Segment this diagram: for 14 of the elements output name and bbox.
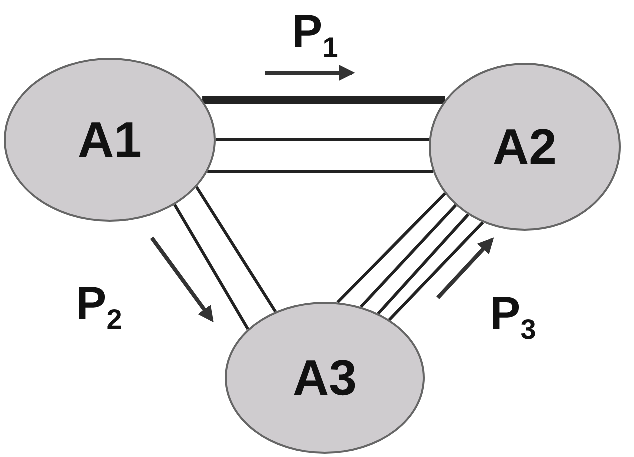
flow-label: P$_{2}$ (76, 280, 122, 334)
connector-line (336, 192, 446, 304)
flow-label: P$_{3}$ (490, 290, 536, 344)
connector-line (202, 96, 446, 104)
flow-label: P$_{1}$ (292, 8, 338, 62)
connector-line (216, 138, 430, 142)
node-label: A3 (293, 349, 357, 407)
connector-line (174, 204, 250, 330)
connector-line (360, 204, 458, 308)
node-label: A2 (493, 118, 557, 176)
connector-line (388, 222, 484, 322)
node-label: A1 (78, 111, 142, 169)
connector-line (377, 214, 470, 315)
connector-line (208, 170, 434, 174)
